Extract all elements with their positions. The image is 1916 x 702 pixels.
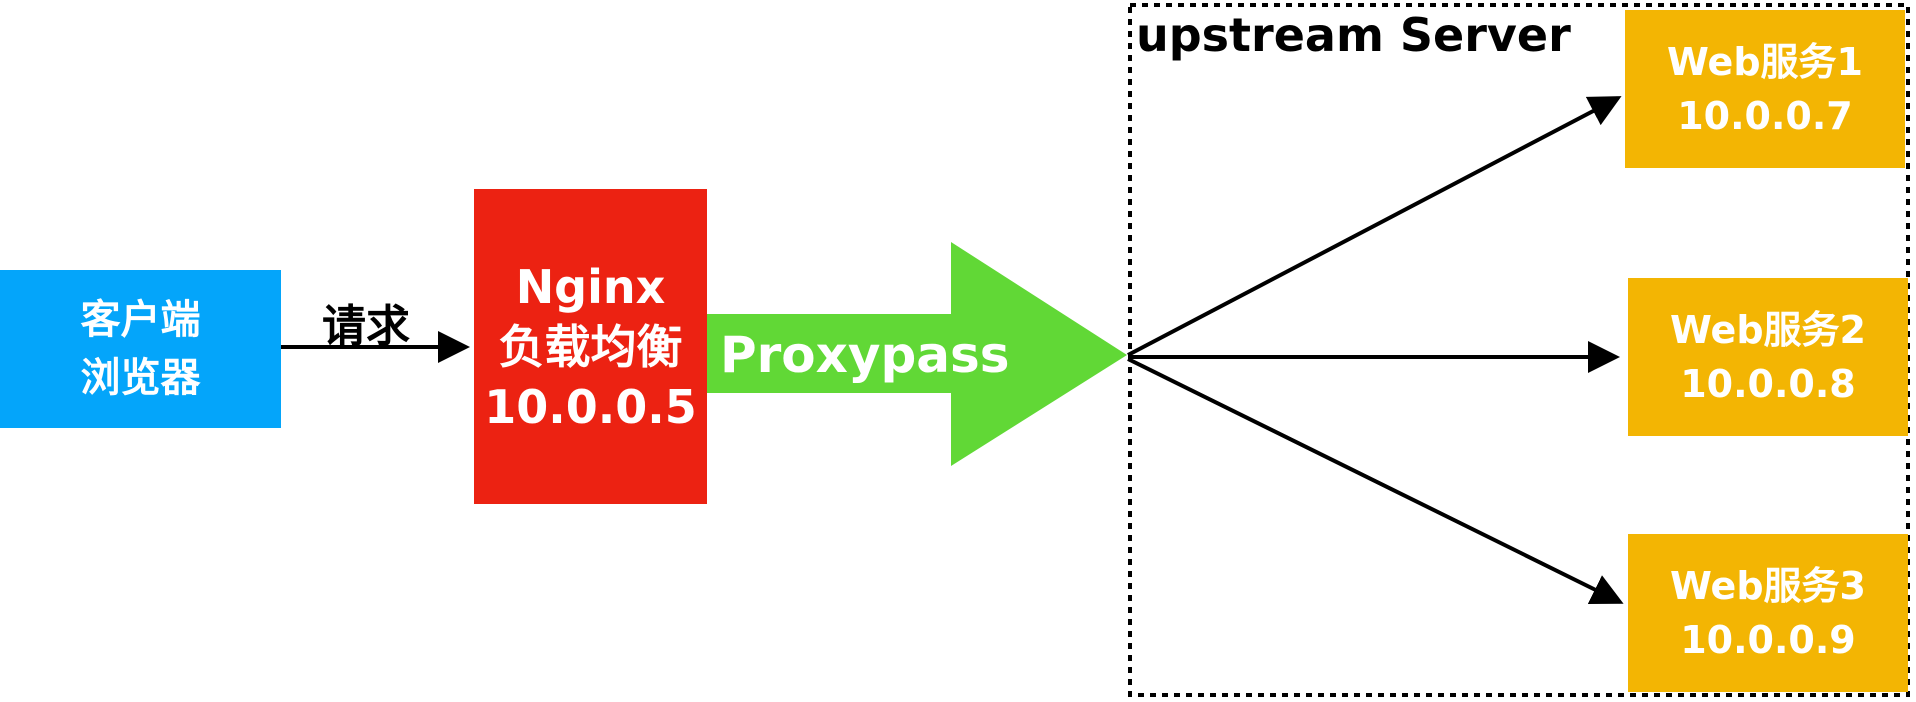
arrow-to-web1 — [1127, 96, 1622, 357]
web-server-ip: 10.0.0.9 — [1680, 618, 1856, 662]
web-server-name: Web服务2 — [1670, 308, 1866, 352]
upstream-label: upstream Server — [1136, 8, 1571, 62]
web-server-ip: 10.0.0.7 — [1677, 94, 1853, 138]
web-server-1: Web服务1 10.0.0.7 — [1625, 10, 1905, 168]
request-label: 请求 — [322, 301, 410, 352]
web-server-name: Web服务1 — [1667, 40, 1863, 84]
web-server-name: Web服务3 — [1670, 564, 1866, 608]
client-label-line2: 浏览器 — [80, 355, 201, 401]
arrow-to-web3 — [1127, 357, 1624, 604]
nginx-label-line3: 10.0.0.5 — [484, 379, 697, 434]
web-server-3: Web服务3 10.0.0.9 — [1628, 534, 1908, 692]
nginx-box: Nginx 负载均衡 10.0.0.5 — [474, 189, 707, 504]
proxypass-label: Proxypass — [720, 326, 1010, 384]
proxypass-arrow — [707, 242, 1127, 466]
web-server-2: Web服务2 10.0.0.8 — [1628, 278, 1908, 436]
upstream-container — [1128, 3, 1910, 697]
client-box: 客户端 浏览器 — [0, 270, 281, 428]
client-label-line1: 客户端 — [80, 297, 201, 343]
web-server-ip: 10.0.0.8 — [1680, 362, 1856, 406]
nginx-label-line1: Nginx — [515, 259, 666, 314]
nginx-label-line2: 负载均衡 — [498, 319, 683, 374]
